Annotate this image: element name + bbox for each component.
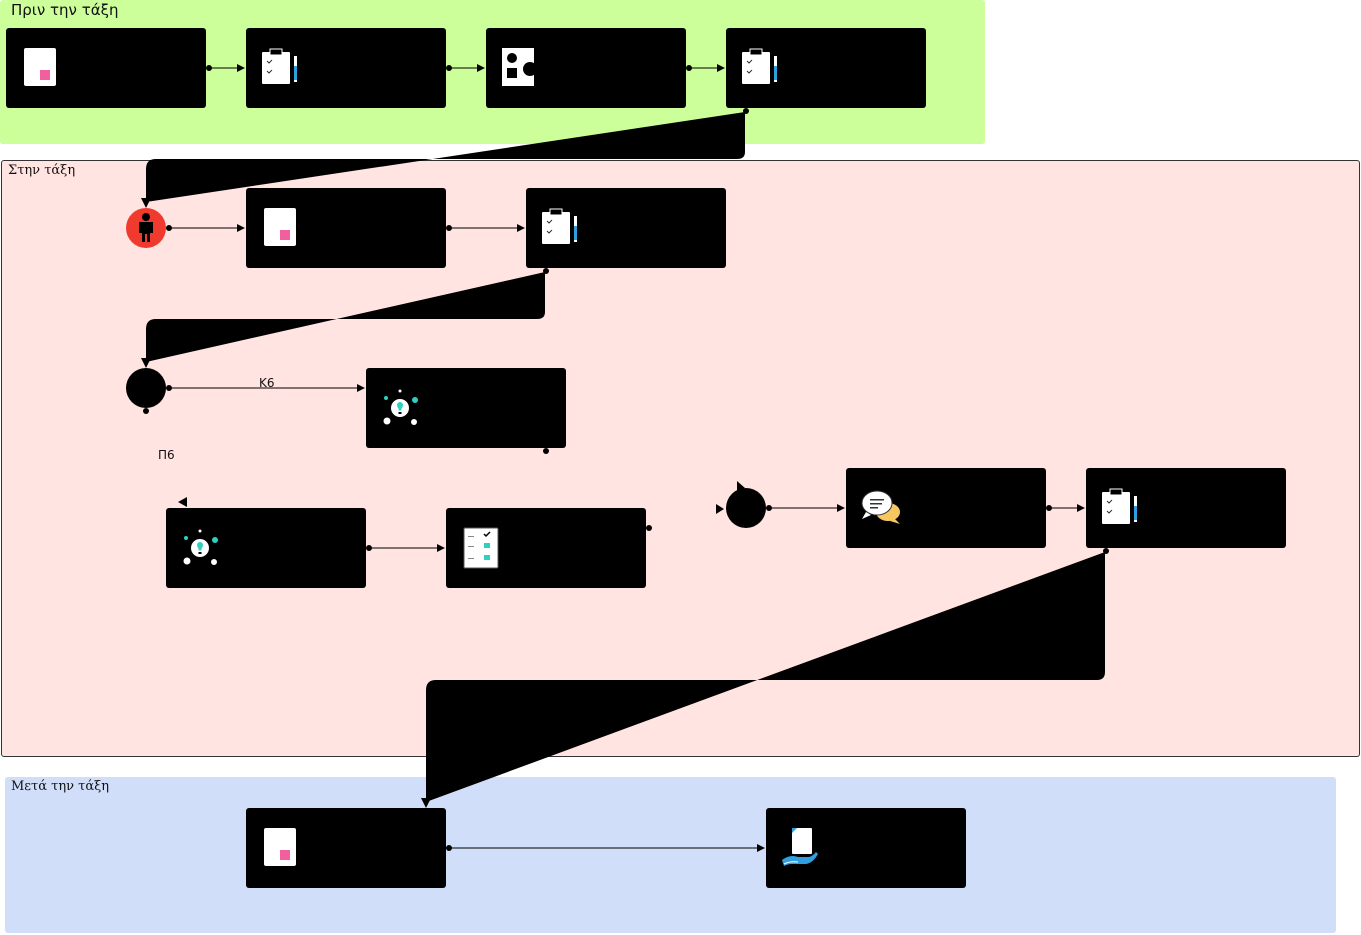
lightbulb-idea-icon [183,529,218,565]
branch-label-k6: Κ6 [259,376,275,390]
clipboard-pencil-icon [742,48,777,84]
hand-document-icon [782,828,818,866]
branch-label-p6: Π6 [158,448,175,462]
learner-icon [139,213,153,242]
activity-shapes[interactable] [486,28,686,108]
lightbulb-idea-icon [383,389,418,425]
lane-title: Πριν την τάξη [11,1,119,19]
activity-note-3[interactable] [246,808,446,888]
merge-node[interactable] [726,488,766,528]
lane-title: Στην τάξη [8,163,76,178]
activity-clipboard-4[interactable] [1086,468,1286,548]
activity-checklist[interactable] [446,508,646,588]
activity-idea-2[interactable] [166,508,366,588]
activity-note-2[interactable] [246,188,446,268]
clipboard-pencil-icon [542,208,577,244]
activity-clipboard-3[interactable] [526,188,726,268]
activity-clipboard-1[interactable] [246,28,446,108]
lane-after-class: Μετά την τάξη [5,777,1336,933]
chat-bubbles-icon [861,490,900,524]
start-node[interactable] [126,208,166,248]
activity-idea-1[interactable] [366,368,566,448]
lane-title: Μετά την τάξη [11,779,110,794]
decision-node[interactable] [126,368,166,408]
clipboard-pencil-icon [1102,488,1137,524]
sticky-note-icon [264,208,296,246]
sticky-note-icon [24,48,56,86]
activity-submit[interactable] [766,808,966,888]
checklist-icon [463,527,499,569]
activity-note-1[interactable] [6,28,206,108]
shapes-icon [502,48,537,86]
clipboard-pencil-icon [262,48,297,84]
activity-discussion[interactable] [846,468,1046,548]
sticky-note-icon [264,828,296,866]
activity-clipboard-2[interactable] [726,28,926,108]
